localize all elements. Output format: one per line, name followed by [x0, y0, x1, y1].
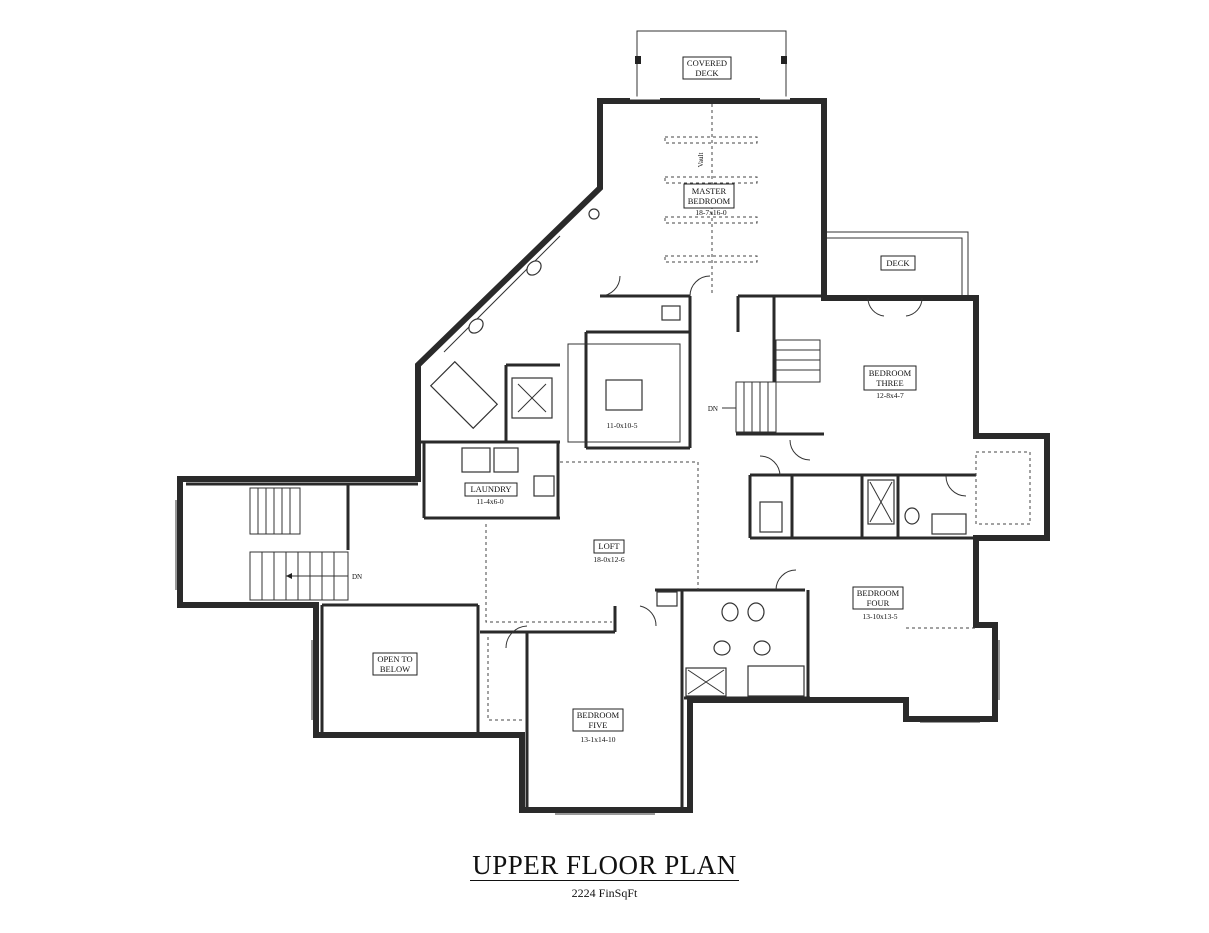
plan-title: UPPER FLOOR PLAN [0, 850, 1209, 881]
svg-text:FOUR: FOUR [867, 598, 890, 608]
laundry-fixtures [461, 447, 555, 497]
svg-text:13-1x14-10: 13-1x14-10 [581, 735, 616, 744]
back-stair: DN [708, 339, 821, 433]
back-stair-down-label: DN [708, 405, 718, 413]
stair-down-label: DN [352, 573, 362, 581]
room-label-loft: LOFT 18-0x12-6 [593, 539, 625, 564]
room-label-master-bedroom: Vault MASTER BEDROOM 18-7x16-0 [683, 153, 735, 217]
svg-text:OPEN TO: OPEN TO [377, 654, 412, 664]
windows [175, 96, 1000, 815]
svg-text:LOFT: LOFT [598, 541, 620, 551]
room-label-covered-deck: COVERED DECK [682, 56, 732, 80]
svg-text:12-8x4-7: 12-8x4-7 [876, 391, 904, 400]
svg-text:DECK: DECK [695, 68, 719, 78]
room-label-bedroom-three: BEDROOM THREE 12-8x4-7 [863, 365, 917, 400]
room-label-laundry: LAUNDRY 11-4x6-0 [464, 482, 518, 506]
hall-bath-fixtures [656, 479, 967, 697]
room-label-bedroom-four: BEDROOM FOUR 13-10x13-5 [852, 586, 904, 621]
svg-text:BEDROOM: BEDROOM [869, 368, 912, 378]
svg-text:COVERED: COVERED [687, 58, 727, 68]
svg-text:BEDROOM: BEDROOM [857, 588, 900, 598]
svg-text:18-7x16-0: 18-7x16-0 [695, 208, 726, 217]
deck [826, 231, 969, 298]
plan-subtitle: 2224 FinSqFt [571, 886, 638, 900]
interior-walls [186, 294, 976, 810]
svg-text:MASTER: MASTER [692, 186, 727, 196]
exterior-wall [177, 98, 1050, 813]
svg-text:THREE: THREE [876, 378, 903, 388]
svg-text:LAUNDRY: LAUNDRY [470, 484, 511, 494]
svg-text:11-0x10-5: 11-0x10-5 [607, 421, 638, 430]
room-label-deck: DECK [880, 255, 916, 271]
svg-text:BELOW: BELOW [380, 664, 410, 674]
dashed-outlines [485, 104, 1031, 721]
master-bath-fixtures [429, 208, 681, 430]
svg-text:Vault: Vault [697, 153, 705, 168]
svg-text:FIVE: FIVE [589, 720, 608, 730]
svg-text:BEDROOM: BEDROOM [577, 710, 620, 720]
room-label-bedroom-five: BEDROOM FIVE 13-1x14-10 [572, 708, 624, 744]
main-stair: DN [249, 487, 362, 601]
room-label-open-to-below: OPEN TO BELOW [372, 652, 418, 676]
plan-title-text: UPPER FLOOR PLAN [470, 850, 739, 881]
svg-text:DECK: DECK [886, 258, 910, 268]
room-label-closet: 11-0x10-5 [607, 421, 638, 430]
svg-text:11-4x6-0: 11-4x6-0 [476, 497, 503, 506]
svg-text:BEDROOM: BEDROOM [688, 196, 731, 206]
svg-text:13-10x13-5: 13-10x13-5 [863, 612, 898, 621]
svg-text:18-0x12-6: 18-0x12-6 [593, 555, 624, 564]
door-swings [505, 275, 967, 649]
